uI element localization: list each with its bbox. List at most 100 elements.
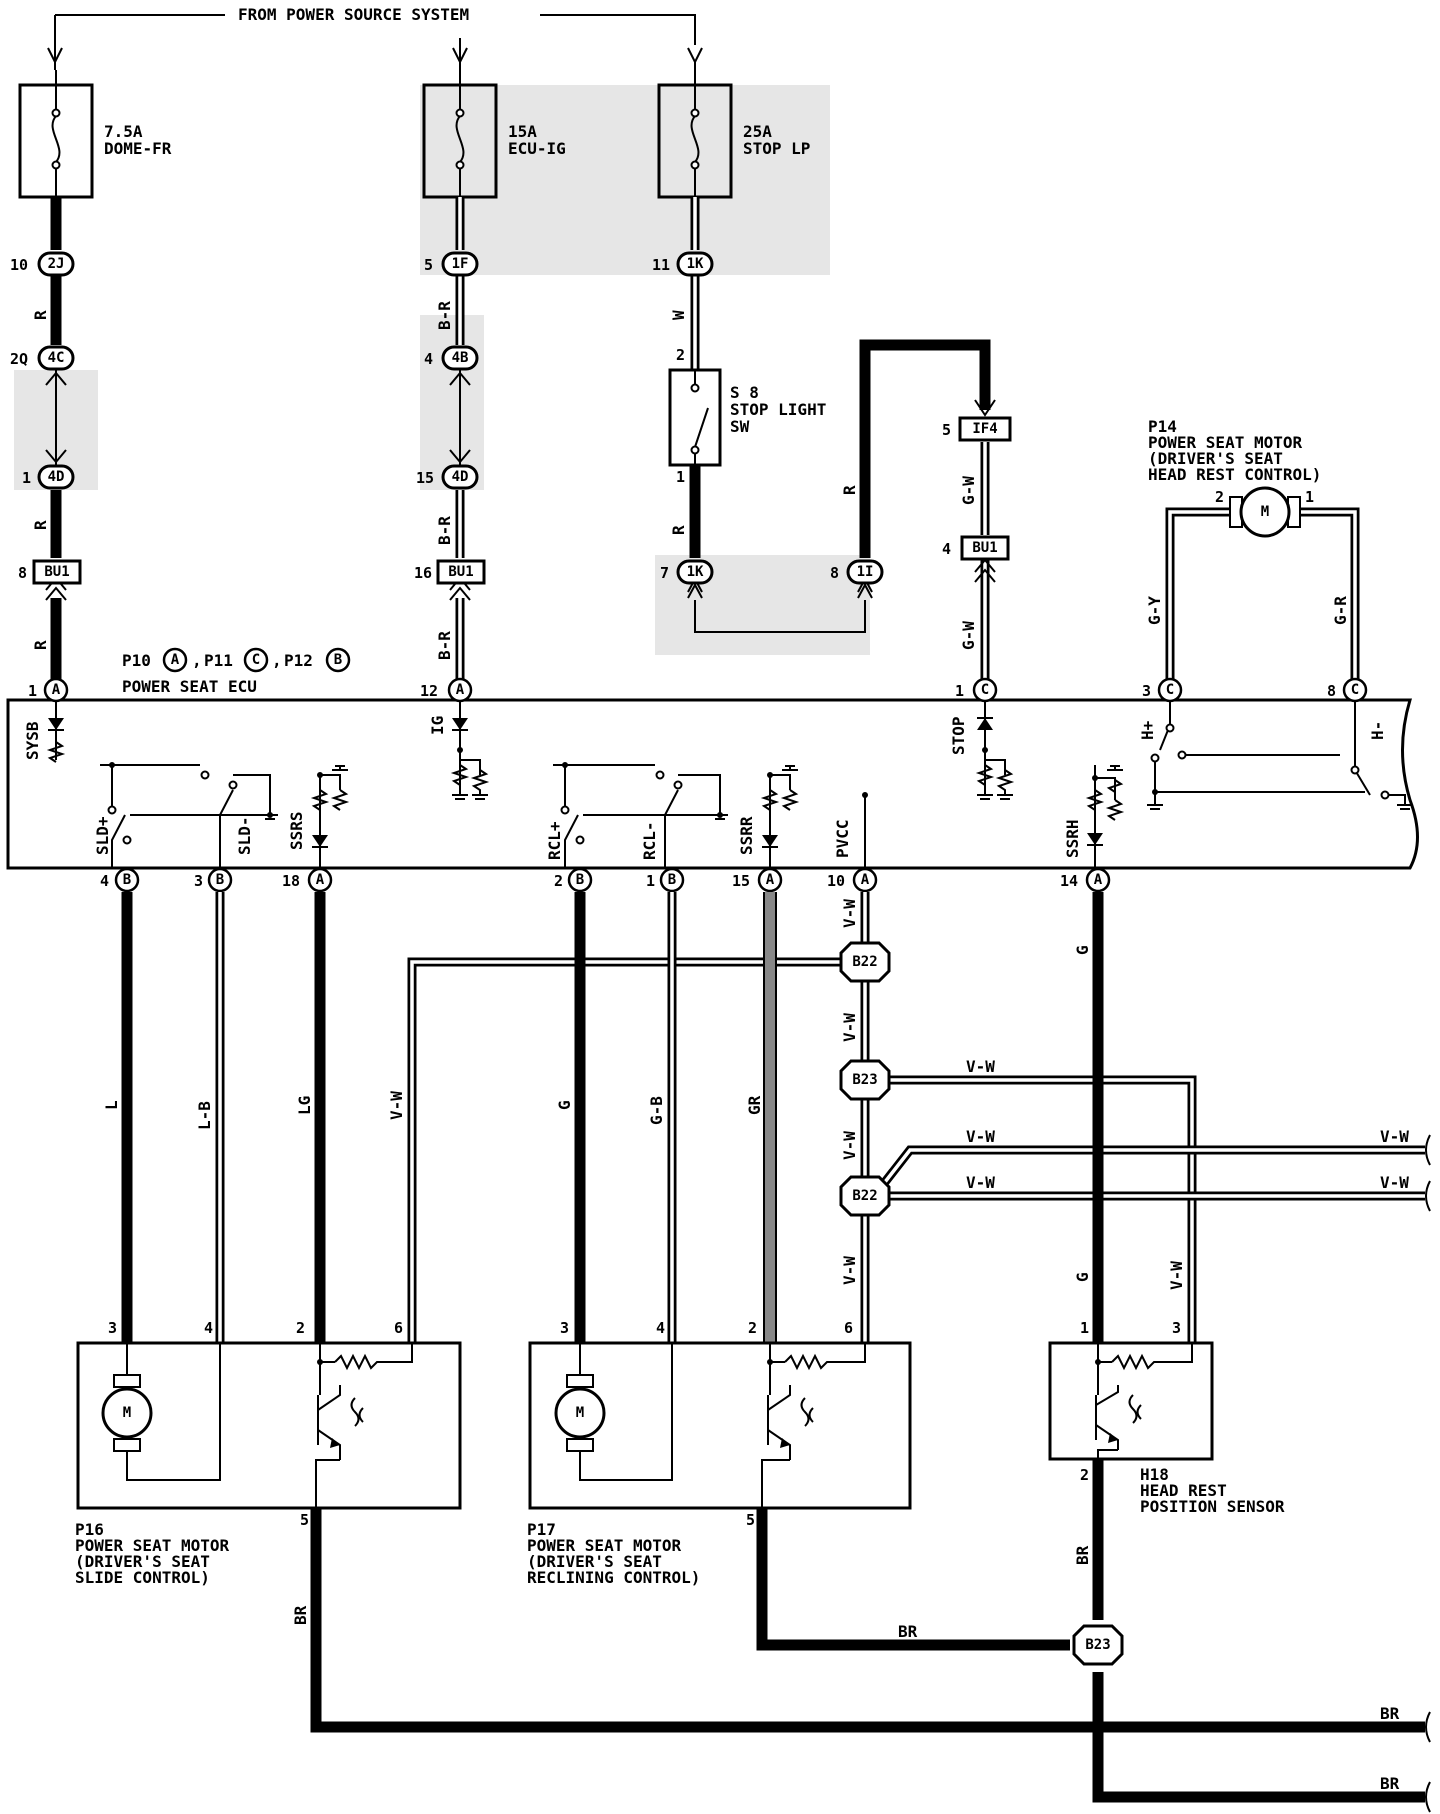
svg-text:C: C: [252, 652, 260, 668]
power-seat-ecu: [6, 698, 1419, 870]
svg-text:C: C: [1351, 682, 1359, 698]
svg-text:V-W: V-W: [966, 1127, 995, 1146]
svg-text:4: 4: [100, 872, 109, 890]
svg-text:5: 5: [746, 1511, 755, 1529]
svg-text:16: 16: [414, 564, 432, 582]
wire-mid-column: B-R B-R B-R: [435, 197, 471, 680]
svg-text:3: 3: [1142, 682, 1151, 700]
svg-text:4: 4: [656, 1319, 665, 1337]
wire-lower-section: L L-B LG V-W G G-B GR V-W V-W V-W V-W V-…: [102, 892, 1431, 1813]
svg-text:POSITION SENSOR: POSITION SENSOR: [1140, 1497, 1285, 1516]
svg-text:BR: BR: [1380, 1774, 1400, 1793]
svg-text:1: 1: [646, 872, 655, 890]
svg-text:2: 2: [1215, 488, 1224, 506]
svg-text:B22: B22: [852, 954, 877, 970]
svg-text:A: A: [171, 652, 180, 668]
svg-text:BU1: BU1: [972, 540, 997, 556]
svg-text:B: B: [123, 872, 131, 888]
sensor-h18: 1 3 2 H18 HEAD REST POSITION SENSOR: [1048, 1319, 1285, 1516]
motor-p14: P14 POWER SEAT MOTOR (DRIVER'S SEAT HEAD…: [1145, 417, 1360, 680]
svg-text:POWER SEAT MOTOR: POWER SEAT MOTOR: [527, 1536, 681, 1555]
svg-text:V-W: V-W: [840, 1013, 859, 1042]
junction-b22-top: B22: [839, 941, 891, 983]
connector-1k-bottom: 1K 7: [660, 559, 714, 585]
connector-4d-mid: 4D 15: [416, 464, 479, 490]
svg-text:6: 6: [844, 1319, 853, 1337]
svg-text:PVCC: PVCC: [833, 819, 852, 858]
svg-text:1I: 1I: [857, 564, 874, 580]
svg-text:,: ,: [272, 651, 282, 670]
svg-text:HEAD REST: HEAD REST: [1140, 1481, 1227, 1500]
fuse-dome-fr: 7.5A DOME-FR: [18, 70, 172, 199]
svg-text:SLD-: SLD-: [235, 816, 254, 855]
svg-text:B: B: [668, 872, 676, 888]
fuse-dome-fr-name: DOME-FR: [104, 139, 172, 158]
svg-text:1: 1: [22, 469, 31, 487]
svg-text:5: 5: [300, 1511, 309, 1529]
s8-id: S 8: [730, 383, 759, 402]
svg-text:G: G: [1073, 945, 1092, 955]
wire-label-br2: B-R: [435, 516, 454, 545]
svg-text:POWER SEAT MOTOR: POWER SEAT MOTOR: [75, 1536, 229, 1555]
svg-text:2: 2: [748, 1319, 757, 1337]
svg-text:4: 4: [942, 540, 951, 558]
shade-mid: [420, 315, 484, 490]
connector-if4: IF4 5: [942, 416, 1012, 442]
fuse-dome-fr-rating: 7.5A: [104, 122, 143, 141]
svg-text:V-W: V-W: [840, 1256, 859, 1285]
svg-text:M: M: [1261, 504, 1269, 520]
wire-label-gw1: G-W: [959, 476, 978, 505]
svg-text:H+: H+: [1138, 720, 1157, 740]
svg-text:1: 1: [1080, 1319, 1089, 1337]
svg-text:3: 3: [194, 872, 203, 890]
svg-text:6: 6: [394, 1319, 403, 1337]
svg-text:IG: IG: [428, 716, 447, 735]
svg-text:5: 5: [424, 256, 433, 274]
connector-bu1-mid: BU1 16: [414, 559, 486, 585]
s8-name-line2: SW: [730, 417, 750, 436]
svg-text:4C: 4C: [48, 350, 65, 366]
s8-name-line1: STOP LIGHT: [730, 400, 826, 419]
svg-text:LG: LG: [295, 1096, 314, 1115]
wire-stop-gw: G-W G-W: [959, 442, 996, 680]
svg-text:2J: 2J: [48, 256, 65, 272]
svg-text:C: C: [981, 682, 989, 698]
header-source-text: FROM POWER SOURCE SYSTEM: [238, 5, 469, 24]
wire-label-r1: R: [31, 310, 50, 320]
svg-text:POWER SEAT MOTOR: POWER SEAT MOTOR: [1148, 433, 1302, 452]
svg-text:(DRIVER'S SEAT: (DRIVER'S SEAT: [1148, 449, 1283, 468]
power-source-header: FROM POWER SOURCE SYSTEM: [47, 5, 703, 70]
svg-text:8: 8: [830, 564, 839, 582]
svg-text:P12: P12: [284, 651, 313, 670]
svg-text:4: 4: [204, 1319, 213, 1337]
svg-text:BU1: BU1: [448, 564, 473, 580]
svg-text:A: A: [52, 682, 61, 698]
connector-4d-left: 4D 1: [22, 464, 75, 490]
ecu-bottom-pins: B 4 B 3 A 18 B 2 B 1 A 15 A 10 A 14: [100, 867, 1111, 893]
fuse-stop-lp-rating: 25A: [743, 122, 772, 141]
connector-1f: 1F 5: [424, 251, 479, 277]
fuse-ecu-ig-name: ECU-IG: [508, 139, 566, 158]
svg-text:B: B: [334, 652, 342, 668]
svg-text:8: 8: [1327, 682, 1336, 700]
svg-text:BR: BR: [1380, 1704, 1400, 1723]
svg-text:A: A: [766, 872, 775, 888]
wire-label-br3: B-R: [435, 631, 454, 660]
svg-text:15: 15: [732, 872, 750, 890]
connector-bu1-right: BU1 4: [942, 535, 1010, 561]
svg-text:B23: B23: [1085, 1637, 1110, 1653]
connector-1k-top: 1K 11: [652, 251, 714, 277]
junction-b23-bottom: B23: [1072, 1624, 1124, 1666]
svg-text:14: 14: [1060, 872, 1078, 890]
junction-b23-top: B23: [839, 1059, 891, 1101]
svg-text:B: B: [576, 872, 584, 888]
svg-text:GR: GR: [745, 1095, 764, 1115]
shade-ecu-stop: [420, 85, 830, 275]
svg-text:3: 3: [1172, 1319, 1181, 1337]
svg-text:V-W: V-W: [840, 899, 859, 928]
svg-text:,: ,: [192, 651, 202, 670]
fuse-ecu-ig-rating: 15A: [508, 122, 537, 141]
svg-text:L: L: [102, 1100, 121, 1110]
svg-text:P10: P10: [122, 651, 151, 670]
